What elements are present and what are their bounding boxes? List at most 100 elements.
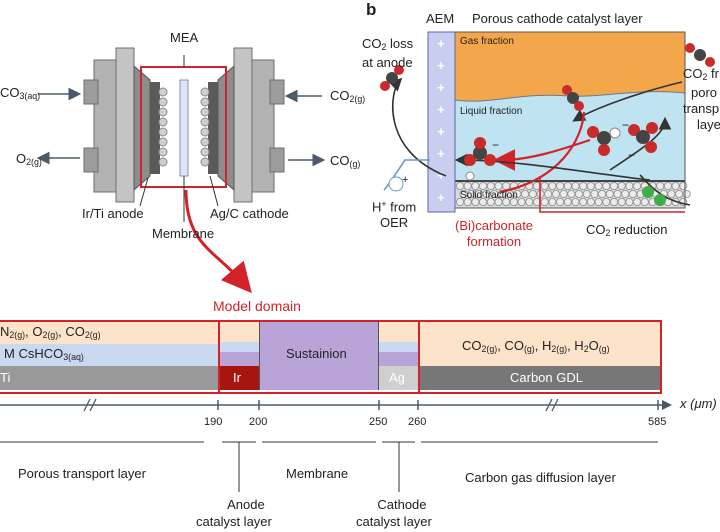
catalyst-particle	[548, 197, 557, 206]
catalyst-particle	[605, 189, 614, 198]
co2-from-ptl-label: CO2 fr poro transp laye	[683, 66, 720, 133]
co2-molecule	[685, 43, 715, 67]
bicarbonate-arrow	[493, 138, 591, 171]
tick-label: 250	[369, 416, 388, 428]
cathode-label: Ag/C cathode	[210, 206, 289, 221]
catalyst-particle	[579, 197, 588, 206]
catalyst-particle	[590, 189, 599, 198]
ion-charge-minus: −	[492, 138, 500, 152]
catalyst-particle	[455, 197, 464, 206]
hplus-label: H+ from OER	[372, 199, 417, 231]
tick-label: 585	[648, 416, 667, 428]
catalyst-particle	[551, 189, 560, 198]
layer-carbon-gdl: Carbon gas diffusion layer	[465, 470, 616, 485]
outlet-right-label: CO(g)	[330, 153, 361, 170]
hplus-circle-icon	[388, 176, 404, 192]
inlet-left-label: CO3(aq)	[0, 85, 41, 102]
catalyst-particle	[682, 189, 691, 198]
catalyst-particle	[602, 181, 611, 190]
catalyst-particle	[594, 181, 603, 190]
catalyst-particle	[610, 181, 619, 190]
catalyst-particle	[486, 181, 495, 190]
catalyst-particle	[563, 197, 572, 206]
ptl-gas-band	[0, 322, 218, 344]
model-domain-strip: N2(g), O2(g), CO2(g) M CsHCO3(aq) Ti Ir …	[0, 320, 662, 394]
gdl-gas-band	[418, 322, 660, 366]
left-end-plate	[83, 47, 151, 203]
catalyst-particle	[621, 189, 630, 198]
co2-loss-label: CO2 loss at anode	[362, 36, 414, 71]
layer-porous-transport: Porous transport layer	[18, 466, 146, 481]
catalyst-particle	[671, 181, 680, 190]
svg-text:+: +	[437, 80, 445, 95]
ir-label: Ir	[233, 370, 241, 385]
membrane-label: Membrane	[152, 226, 215, 241]
catalyst-particle	[663, 181, 672, 190]
outlet-left-label: O2(g)	[16, 151, 42, 168]
solid-fraction-label: Solid fraction	[460, 190, 518, 201]
catalyst-particle	[617, 181, 626, 190]
gdl-label: Carbon GDL	[510, 370, 583, 385]
co-molecule	[642, 186, 666, 206]
right-end-plate	[217, 47, 285, 203]
catalyst-particle	[467, 189, 476, 198]
co2-molecule	[562, 85, 584, 111]
ptl-species-label: N2(g), O2(g), CO2(g)	[0, 324, 101, 341]
catalyst-particle	[679, 181, 688, 190]
catalyst-particle	[628, 189, 637, 198]
catalyst-particle	[582, 189, 591, 198]
panel-b-title: Porous cathode catalyst layer	[472, 11, 643, 26]
catalyst-particle	[586, 181, 595, 190]
catalyst-particle	[633, 197, 642, 206]
model-domain-frame	[0, 320, 662, 394]
catalyst-particle	[617, 197, 626, 206]
co2-loss-arrow	[388, 77, 447, 177]
bicarbonate-molecule	[587, 126, 621, 156]
bicarbonate-molecule	[464, 137, 496, 181]
svg-text:+: +	[437, 58, 445, 73]
catalyst-particle	[571, 181, 580, 190]
liquid-fraction-label: Liquid fraction	[460, 106, 523, 117]
solid-to-aem-arrow	[454, 153, 651, 181]
x-axis	[0, 398, 672, 492]
aem-label: AEM	[426, 11, 455, 26]
svg-text:+: +	[437, 168, 445, 183]
catalyst-particle	[486, 197, 495, 206]
svg-text:+: +	[437, 36, 445, 51]
svg-text:+: +	[437, 102, 445, 117]
svg-text:+: +	[437, 124, 445, 139]
gdl-carbon-band	[418, 366, 660, 390]
gdl-species-label: CO2(g), CO(g), H2(g), H2O(g)	[462, 338, 610, 355]
co2-diffusion-arrow	[572, 81, 683, 122]
cathode-arrow	[639, 174, 691, 206]
catalyst-particle	[625, 181, 634, 190]
catalyst-particle	[521, 189, 530, 198]
catalyst-particle	[613, 189, 622, 198]
catalyst-particle	[479, 181, 488, 190]
catalyst-particle	[494, 197, 503, 206]
membrane-name-label: Sustainion	[286, 346, 347, 361]
catalyst-particle	[656, 181, 665, 190]
catalyst-particle	[571, 197, 580, 206]
zoom-arrow	[184, 189, 252, 294]
catalyst-particle	[567, 189, 576, 198]
co2-molecule	[380, 65, 404, 91]
ptl-electrolyte-band	[0, 344, 218, 366]
catalyst-particle	[610, 197, 619, 206]
mea-label: MEA	[170, 30, 199, 45]
catalyst-particle	[579, 181, 588, 190]
inlet-right-label: CO2(g)	[330, 88, 366, 105]
catalyst-particle	[667, 189, 676, 198]
co2-reduction-label: CO2 reduction	[586, 222, 668, 239]
tick-label: 190	[204, 416, 223, 428]
layer-membrane: Membrane	[286, 466, 349, 481]
catalyst-particle	[594, 197, 603, 206]
catalyst-particle	[625, 197, 634, 206]
catalyst-particle	[559, 189, 568, 198]
catalyst-particle	[490, 189, 499, 198]
catalyst-particle	[455, 181, 464, 190]
catalyst-particle	[509, 197, 518, 206]
